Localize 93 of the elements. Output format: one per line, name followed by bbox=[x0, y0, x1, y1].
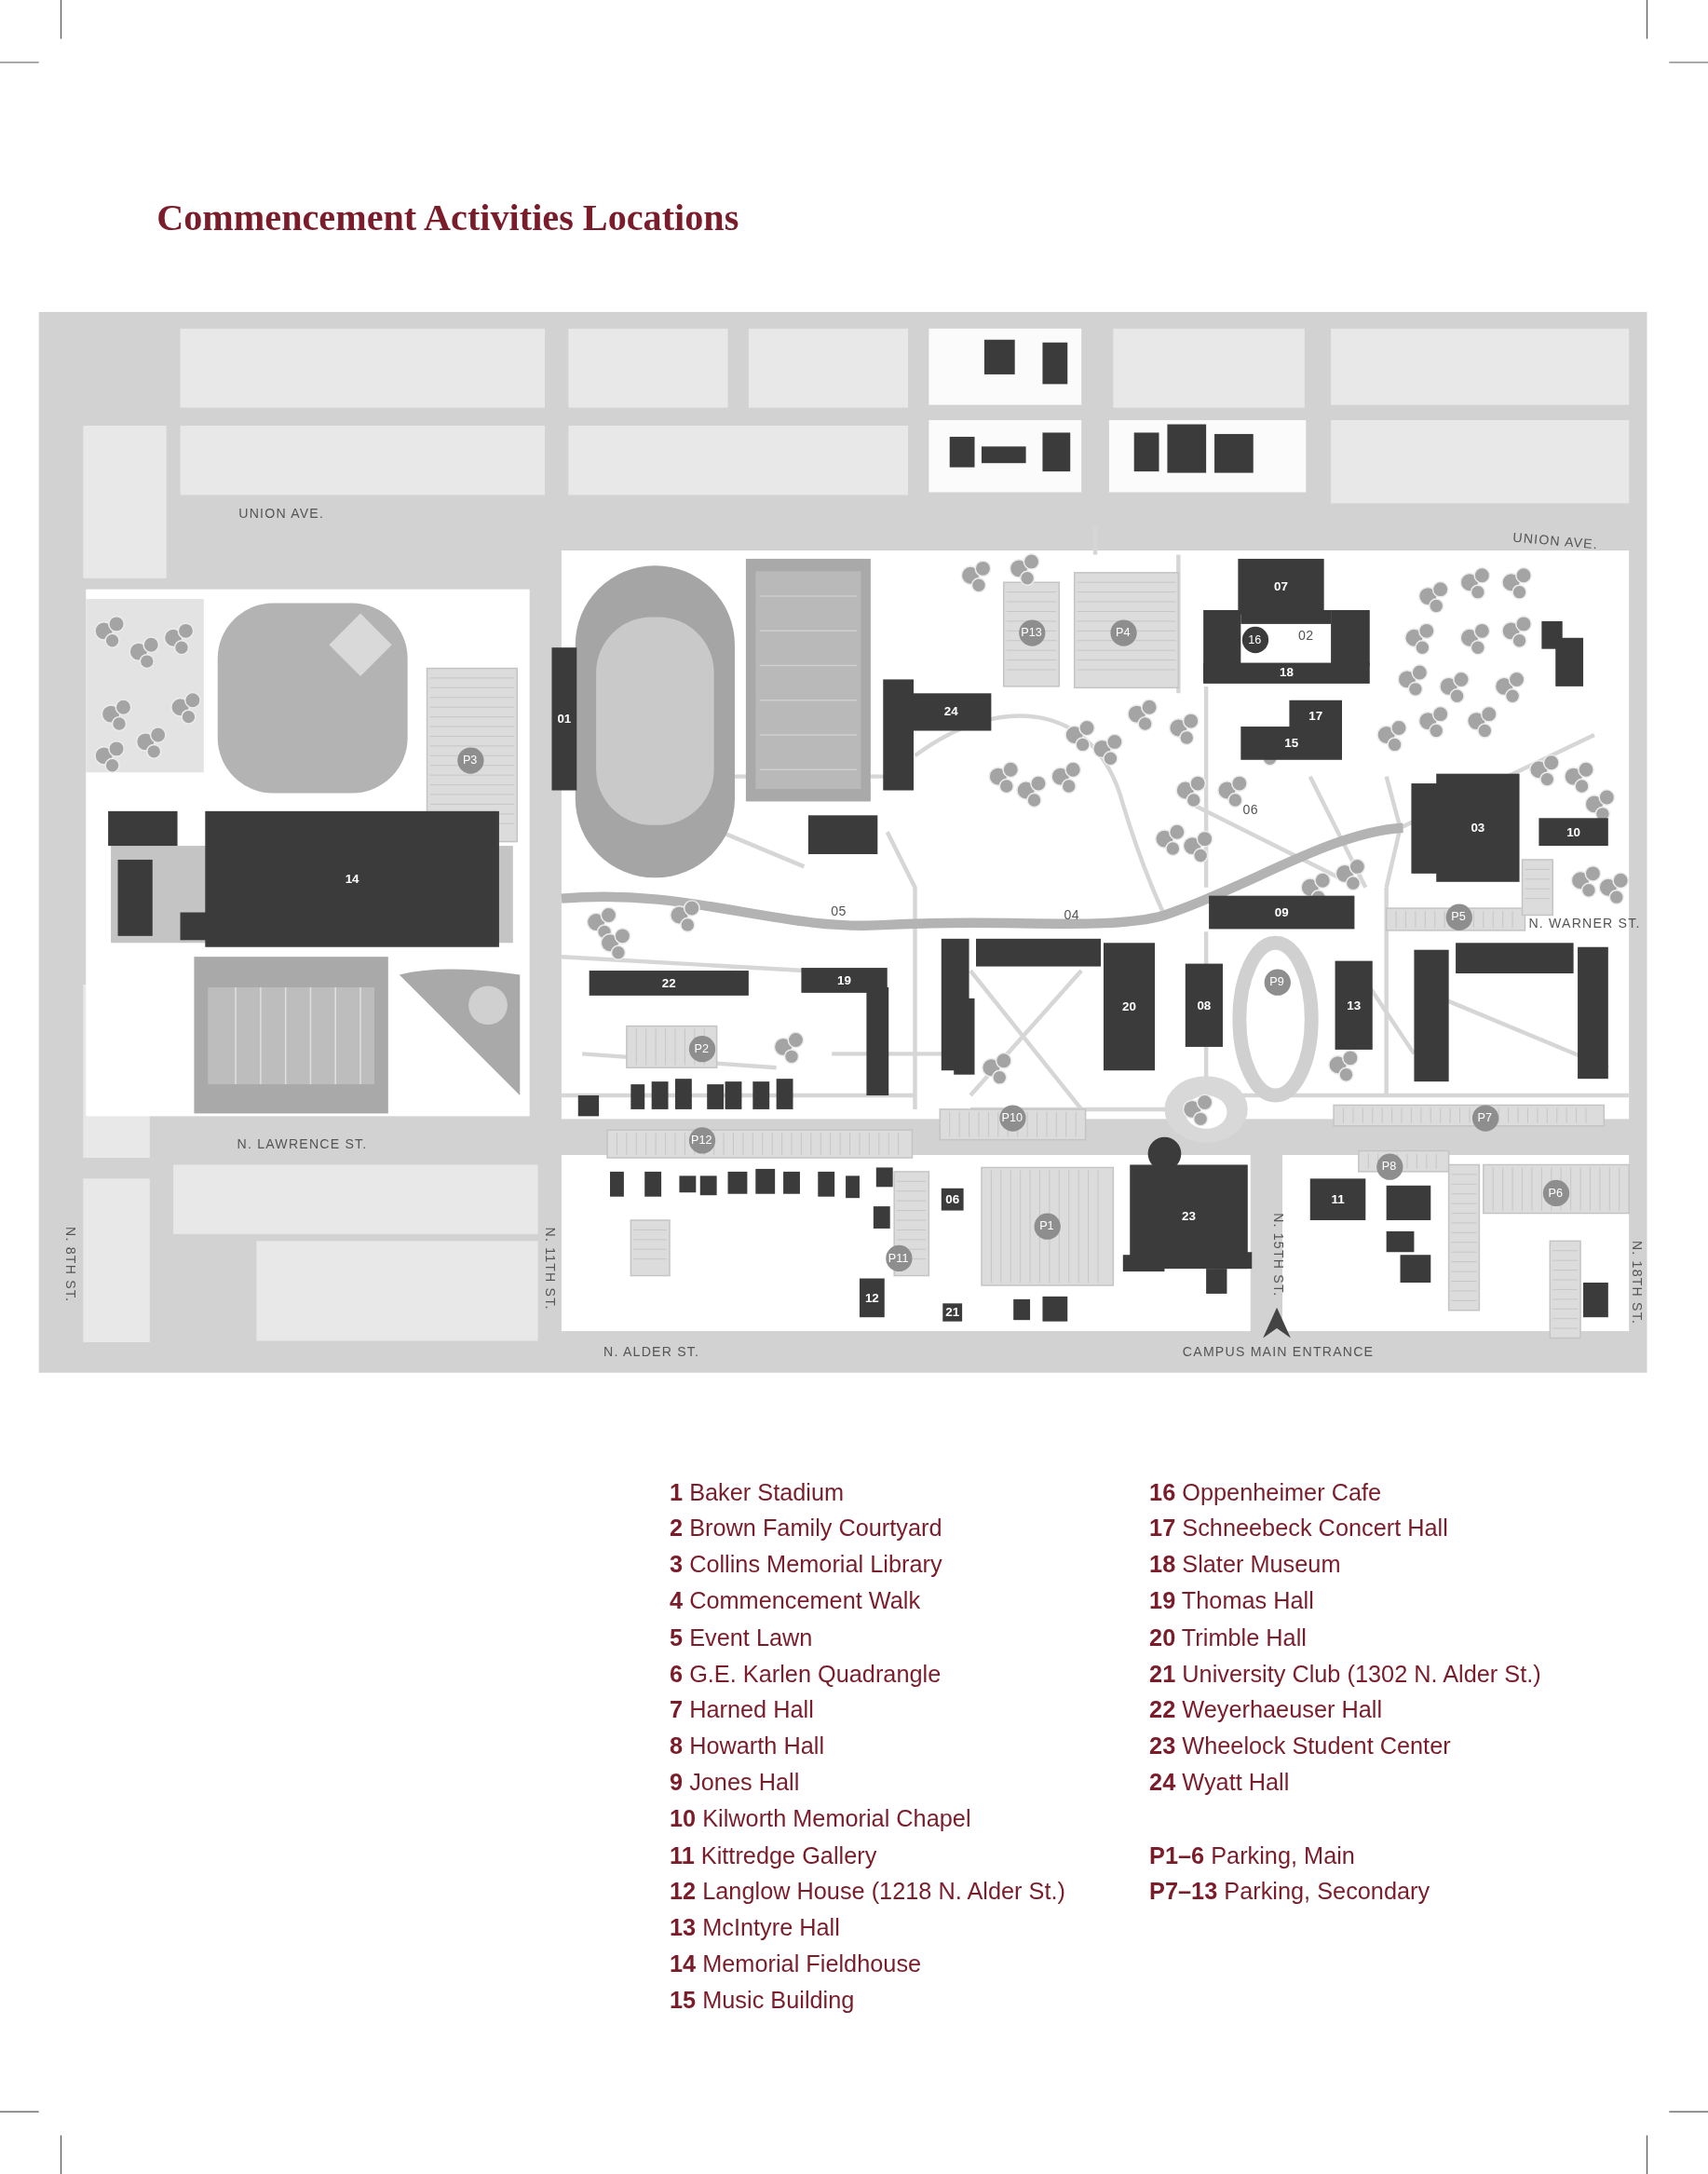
building-number: 22 bbox=[661, 976, 676, 990]
marker-label: P2 bbox=[694, 1042, 709, 1054]
legend-entry: 19 Thomas Hall bbox=[1149, 1589, 1314, 1616]
building-number: 14 bbox=[345, 873, 359, 886]
legend-entry: 22 Weyerhaeuser Hall bbox=[1149, 1698, 1383, 1725]
building bbox=[1209, 895, 1355, 930]
marker-label: P9 bbox=[1269, 975, 1284, 988]
area-number: 04 bbox=[1064, 908, 1080, 922]
street-name: UNION AVE. bbox=[1511, 530, 1599, 551]
marker-label: P13 bbox=[1021, 626, 1042, 639]
legend-entry: 10 Kilworth Memorial Chapel bbox=[670, 1807, 971, 1834]
building-number: 13 bbox=[1347, 999, 1362, 1012]
building bbox=[1309, 1178, 1366, 1220]
legend-entry: 4 Commencement Walk bbox=[670, 1589, 921, 1616]
building-number: 07 bbox=[1274, 580, 1288, 593]
area-number: 02 bbox=[1298, 628, 1314, 642]
building-number: 11 bbox=[1331, 1192, 1345, 1206]
building-number: 24 bbox=[943, 705, 958, 719]
legend-entry: 11 Kittredge Gallery bbox=[670, 1843, 877, 1869]
legend-entry: 2 Brown Family Courtyard bbox=[670, 1516, 942, 1543]
building-number: 21 bbox=[945, 1306, 960, 1319]
legend-entry: 23 Wheelock Student Center bbox=[1149, 1734, 1451, 1761]
legend-entry: 8 Howarth Hall bbox=[670, 1734, 824, 1761]
legend-entry: 21 University Club (1302 N. Alder St.) bbox=[1149, 1662, 1541, 1689]
building bbox=[941, 1188, 964, 1211]
building-number: 20 bbox=[1122, 1000, 1136, 1013]
legend-entry: 20 Trimble Hall bbox=[1149, 1625, 1307, 1652]
street-name: N. WARNER ST. bbox=[1528, 917, 1641, 931]
marker-label: P6 bbox=[1548, 1186, 1563, 1199]
street-name: UNION AVE. bbox=[238, 506, 325, 520]
building bbox=[911, 693, 992, 731]
marker-label: P1 bbox=[1039, 1219, 1054, 1232]
building-number: 09 bbox=[1274, 905, 1289, 919]
legend-entry: 6 G.E. Karlen Quadrangle bbox=[670, 1662, 942, 1689]
building-number: 15 bbox=[1284, 737, 1299, 750]
building bbox=[1240, 727, 1342, 760]
marker-label: P8 bbox=[1381, 1160, 1397, 1173]
building bbox=[1130, 1164, 1248, 1270]
building-number: 23 bbox=[1182, 1210, 1196, 1223]
marker-label: P12 bbox=[691, 1134, 712, 1146]
street-name: CAMPUS MAIN ENTRANCE bbox=[1182, 1345, 1375, 1359]
building-number: 12 bbox=[864, 1291, 879, 1305]
building bbox=[1103, 943, 1156, 1071]
street-name: N. 11TH ST. bbox=[543, 1227, 558, 1311]
building bbox=[1203, 662, 1370, 684]
building-number: 17 bbox=[1308, 709, 1323, 722]
legend-entry: 14 Memorial Fieldhouse bbox=[670, 1951, 922, 1978]
marker-label: P4 bbox=[1116, 626, 1131, 639]
building-number: 19 bbox=[837, 973, 851, 987]
building bbox=[801, 968, 888, 993]
building bbox=[1436, 773, 1520, 882]
building bbox=[859, 1278, 885, 1318]
building-number: 10 bbox=[1566, 825, 1581, 838]
building bbox=[1185, 963, 1223, 1047]
building-number: 03 bbox=[1471, 822, 1485, 835]
title: Commencement Activities Locations bbox=[156, 197, 739, 240]
area-number: 05 bbox=[831, 904, 847, 918]
legend-entry: P7–13 Parking, Secondary bbox=[1149, 1880, 1430, 1906]
legend-entry: 12 Langlow House (1218 N. Alder St.) bbox=[670, 1880, 1065, 1906]
building bbox=[1238, 558, 1324, 615]
building bbox=[205, 810, 499, 947]
legend-entry: 13 McIntyre Hall bbox=[670, 1916, 840, 1942]
legend-entry: 1 Baker Stadium bbox=[670, 1480, 845, 1507]
marker-label: P5 bbox=[1451, 910, 1466, 923]
legend-entry: 15 Music Building bbox=[670, 1988, 855, 2015]
marker-label: P7 bbox=[1477, 1111, 1493, 1124]
legend-entry: 5 Event Lawn bbox=[670, 1625, 813, 1652]
building-number: 08 bbox=[1197, 999, 1212, 1012]
building bbox=[1539, 818, 1608, 847]
street-name: N. 8TH ST. bbox=[63, 1227, 77, 1303]
legend-entry: 16 Oppenheimer Cafe bbox=[1149, 1480, 1382, 1507]
street-name: N. ALDER ST. bbox=[603, 1345, 700, 1359]
building bbox=[1335, 960, 1373, 1050]
building-number: 06 bbox=[945, 1192, 960, 1206]
street-name: N. LAWRENCE ST. bbox=[237, 1137, 368, 1151]
legend-entry: 24 Wyatt Hall bbox=[1149, 1771, 1290, 1798]
legend-entry: 18 Slater Museum bbox=[1149, 1553, 1341, 1580]
legend-entry: 3 Collins Memorial Library bbox=[670, 1553, 942, 1580]
marker-label: 16 bbox=[1248, 632, 1262, 645]
marker-label: P11 bbox=[888, 1251, 909, 1264]
street-name: N. 15TH ST. bbox=[1271, 1213, 1285, 1298]
building bbox=[589, 971, 749, 996]
marker-label: P10 bbox=[1001, 1111, 1023, 1124]
building-number: 18 bbox=[1280, 667, 1294, 680]
legend-entry: P1–6 Parking, Main bbox=[1149, 1843, 1355, 1869]
legend-entry: 9 Jones Hall bbox=[670, 1771, 800, 1798]
building-number: 01 bbox=[557, 713, 572, 726]
legend-entry: 17 Schneebeck Concert Hall bbox=[1149, 1516, 1448, 1543]
legend-entry: 7 Harned Hall bbox=[670, 1698, 814, 1725]
building bbox=[551, 647, 577, 791]
marker-label: P3 bbox=[462, 754, 478, 767]
area-number: 06 bbox=[1242, 803, 1259, 817]
street-name: N. 18TH ST. bbox=[1631, 1240, 1645, 1325]
